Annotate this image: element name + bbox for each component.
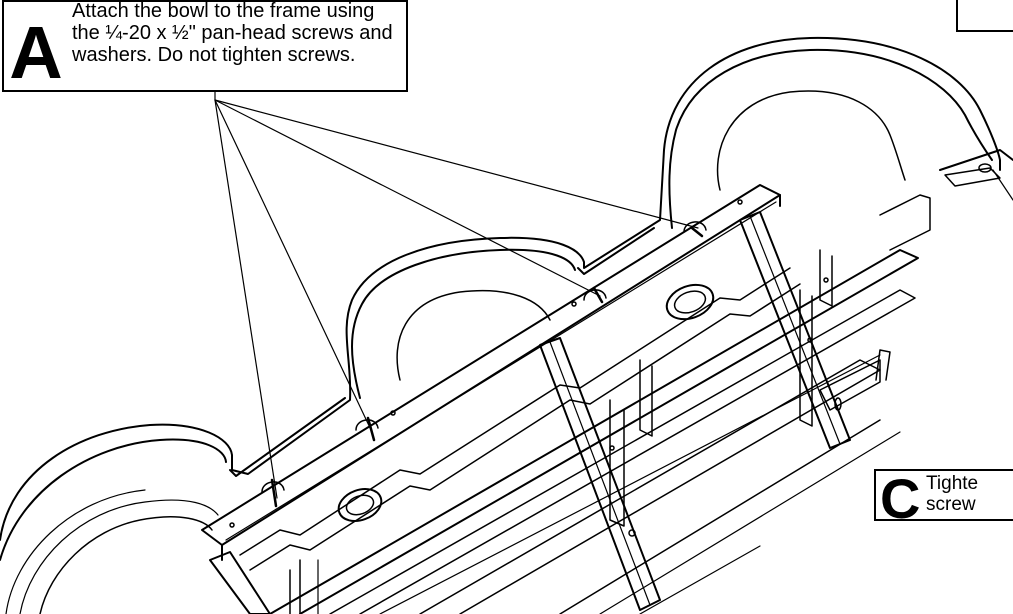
callout-a-line: the ¼-20 x ½" pan-head screws and (72, 22, 393, 44)
callout-a-text: Attach the bowl to the frame using the ¼… (72, 0, 393, 66)
frame-bottom-rail (269, 249, 919, 614)
bowl-outer-edge (0, 36, 1001, 541)
callout-c-line: Tighte (926, 473, 979, 494)
frame (201, 184, 931, 614)
callout-c-text: Tighte screw (926, 473, 978, 515)
drain-hole-right (665, 283, 715, 321)
callout-b-partial-box (956, 0, 1013, 32)
leader-lines (214, 91, 1013, 499)
callout-c-letter: C (880, 467, 921, 530)
bowl-rim-inner (0, 438, 227, 561)
callout-a-line: washers. Do not tighten screws. (72, 44, 356, 66)
callout-c-line: screw (926, 494, 976, 515)
drain-hole-left (337, 488, 383, 522)
bowl-floor-middle (396, 289, 551, 381)
callout-a-letter: A (9, 11, 63, 94)
frame-brace-left (209, 551, 271, 614)
bowl (0, 36, 1013, 614)
frame-brace-middle (539, 337, 661, 611)
callout-c: C Tighte screw (874, 469, 1013, 527)
bowl-floor-left (39, 516, 213, 614)
callout-a-line: Attach the bowl to the frame using (72, 0, 375, 22)
bowl-floor-right (716, 90, 906, 191)
callout-a: A Attach the bowl to the frame using the… (2, 0, 408, 92)
